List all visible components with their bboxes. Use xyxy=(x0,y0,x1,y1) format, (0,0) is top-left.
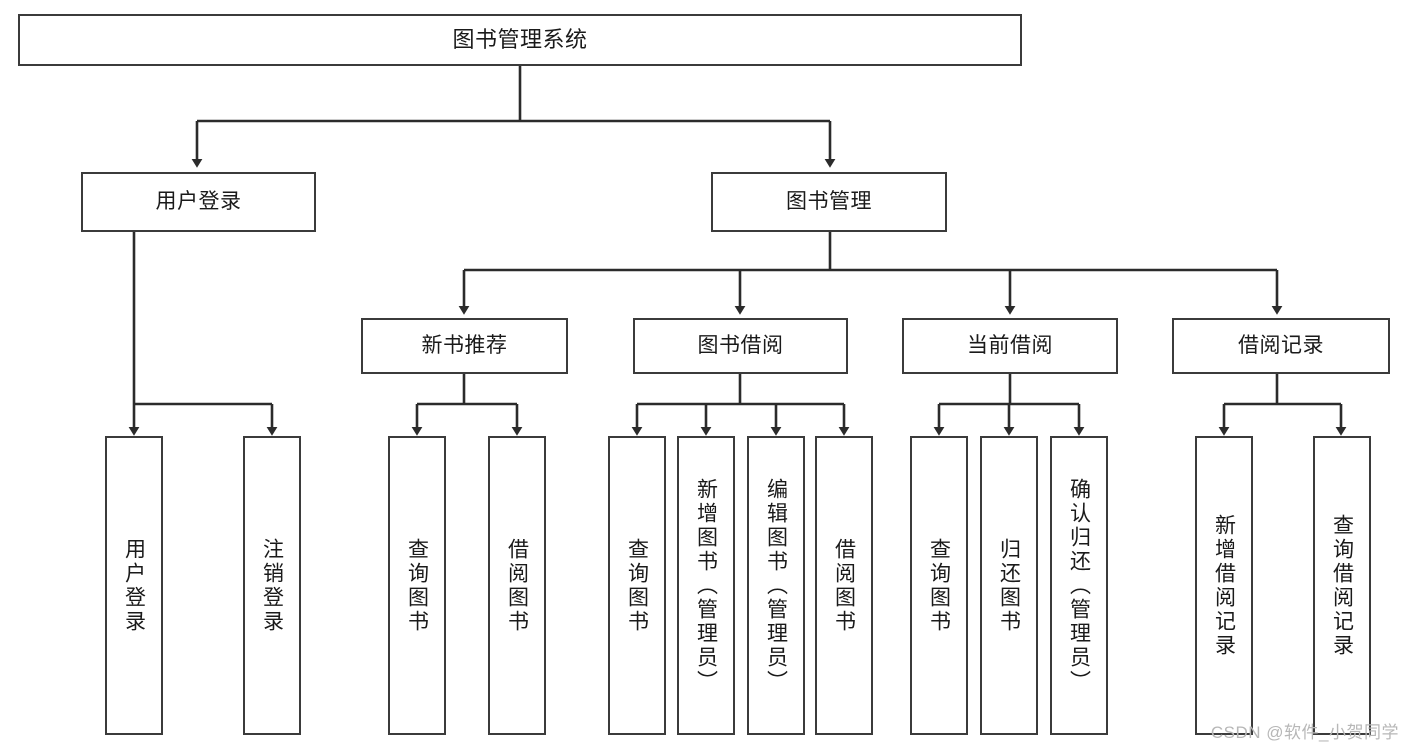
node-label: 借阅图书 xyxy=(832,537,856,634)
leaf-user-login-logout[interactable]: 注销登录 xyxy=(243,436,301,735)
node-label: 新增图书（管理员） xyxy=(694,477,718,694)
node-book-management[interactable]: 图书管理 xyxy=(711,172,947,232)
node-label: 确认归还（管理员） xyxy=(1067,477,1091,694)
node-current-borrow[interactable]: 当前借阅 xyxy=(902,318,1118,374)
leaf-records-query-record[interactable]: 查询借阅记录 xyxy=(1313,436,1371,735)
leaf-borrow-edit-book-admin[interactable]: 编辑图书（管理员） xyxy=(747,436,805,735)
leaf-borrow-add-book-admin[interactable]: 新增图书（管理员） xyxy=(677,436,735,735)
node-label: 用户登录 xyxy=(122,537,146,634)
node-label: 编辑图书（管理员） xyxy=(764,477,788,694)
node-label: 当前借阅 xyxy=(967,333,1053,357)
node-label: 图书管理系统 xyxy=(452,27,588,53)
leaf-current-return-book[interactable]: 归还图书 xyxy=(980,436,1038,735)
leaf-records-add-record[interactable]: 新增借阅记录 xyxy=(1195,436,1253,735)
node-label: 查询图书 xyxy=(927,537,951,634)
watermark: CSDN @软件_小贺同学 xyxy=(1210,723,1399,742)
node-user-login[interactable]: 用户登录 xyxy=(81,172,316,232)
node-new-book-recommend[interactable]: 新书推荐 xyxy=(361,318,568,374)
node-label: 归还图书 xyxy=(997,537,1021,634)
node-book-management-system[interactable]: 图书管理系统 xyxy=(18,14,1022,66)
node-label: 注销登录 xyxy=(260,537,284,634)
node-label: 查询图书 xyxy=(625,537,649,634)
node-label: 查询图书 xyxy=(405,537,429,634)
node-label: 查询借阅记录 xyxy=(1330,513,1354,658)
leaf-current-query-book[interactable]: 查询图书 xyxy=(910,436,968,735)
node-book-borrow[interactable]: 图书借阅 xyxy=(633,318,848,374)
leaf-user-login-login[interactable]: 用户登录 xyxy=(105,436,163,735)
node-label: 图书借阅 xyxy=(697,333,784,357)
node-label: 图书管理 xyxy=(786,189,872,213)
node-label: 用户登录 xyxy=(155,189,242,213)
leaf-new-book-query[interactable]: 查询图书 xyxy=(388,436,446,735)
leaf-borrow-borrow-book[interactable]: 借阅图书 xyxy=(815,436,873,735)
leaf-borrow-query-book[interactable]: 查询图书 xyxy=(608,436,666,735)
leaf-new-book-borrow[interactable]: 借阅图书 xyxy=(488,436,546,735)
node-label: 新书推荐 xyxy=(421,333,508,357)
node-label: 新增借阅记录 xyxy=(1212,513,1236,658)
node-label: 借阅记录 xyxy=(1238,333,1324,357)
node-borrow-records[interactable]: 借阅记录 xyxy=(1172,318,1390,374)
leaf-current-confirm-return-admin[interactable]: 确认归还（管理员） xyxy=(1050,436,1108,735)
node-label: 借阅图书 xyxy=(505,537,529,634)
